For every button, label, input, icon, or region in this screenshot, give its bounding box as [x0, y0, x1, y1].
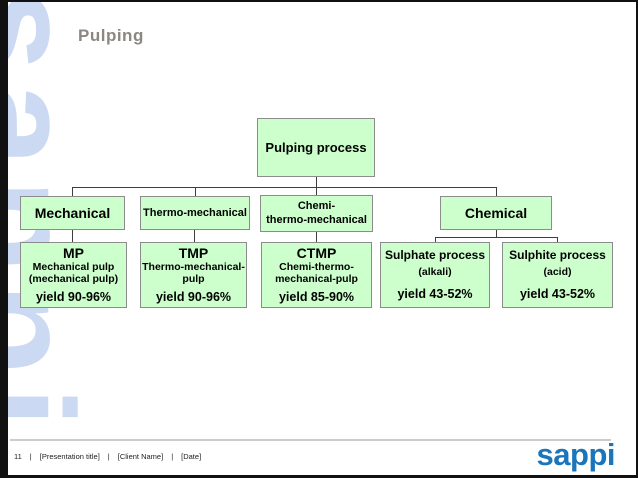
footer-divider — [10, 439, 611, 441]
connector-line — [72, 187, 497, 188]
footer-separator: | — [107, 452, 110, 461]
node-label: Chemi- thermo-mechanical — [266, 199, 367, 226]
node-thermo-mechanical: Thermo-mechanical — [140, 196, 250, 230]
footer-separator: | — [29, 452, 32, 461]
node-mp: MP Mechanical pulp (mechanical pulp) yie… — [20, 242, 127, 308]
slide-background: sappi Pulping Pulping process Mechanical… — [8, 2, 636, 475]
node-title: Sulphite process — [509, 248, 606, 263]
node-yield: yield 43-52% — [397, 286, 473, 301]
page-title: Pulping — [78, 26, 144, 45]
node-subtitle: (alkali) — [418, 265, 452, 278]
node-sulphate-process: Sulphate process (alkali) yield 43-52% — [380, 242, 490, 308]
node-ctmp: CTMP Chemi-thermo- mechanical-pulp yield… — [261, 242, 372, 308]
date-placeholder: [Date] — [181, 452, 202, 461]
sappi-logo: sappi — [536, 437, 616, 472]
node-yield: yield 43-52% — [519, 286, 596, 301]
node-yield: yield 90-96% — [35, 289, 112, 304]
node-mechanical: Mechanical — [20, 196, 125, 230]
connector-line — [72, 187, 73, 196]
node-subtitle: (acid) — [543, 265, 572, 278]
connector-line — [195, 187, 196, 196]
slide-number: 11 — [14, 452, 22, 461]
connector-line — [72, 230, 73, 242]
node-label: Pulping process — [265, 140, 367, 155]
footer-separator: | — [171, 452, 174, 461]
node-title: MP — [63, 245, 84, 262]
connector-line — [316, 232, 317, 242]
node-label: Chemical — [464, 205, 528, 221]
node-title: Sulphate process — [384, 248, 486, 263]
node-pulping-process: Pulping process — [257, 118, 375, 177]
node-chemi-thermo-mechanical: Chemi- thermo-mechanical — [260, 195, 373, 232]
connector-line — [194, 230, 195, 242]
node-chemical: Chemical — [440, 196, 552, 230]
presentation-title-placeholder: [Presentation title] — [39, 452, 100, 461]
connector-line — [435, 237, 436, 242]
node-subtitle: Mechanical pulp (mechanical pulp) — [28, 260, 119, 285]
node-label: Thermo-mechanical — [143, 207, 247, 219]
connector-line — [316, 177, 317, 196]
node-yield: yield 85-90% — [278, 289, 355, 304]
node-title: CTMP — [296, 245, 337, 262]
node-tmp: TMP Thermo-mechanical- pulp yield 90-96% — [140, 242, 247, 308]
node-sulphite-process: Sulphite process (acid) yield 43-52% — [502, 242, 613, 308]
connector-line — [496, 230, 497, 238]
node-yield: yield 90-96% — [155, 289, 232, 304]
connector-line — [435, 237, 558, 238]
node-subtitle: Thermo-mechanical- pulp — [142, 260, 245, 285]
node-label: Mechanical — [34, 205, 111, 221]
node-subtitle: Chemi-thermo- mechanical-pulp — [275, 260, 358, 285]
connector-line — [496, 187, 497, 196]
client-name-placeholder: [Client Name] — [117, 452, 164, 461]
node-title: TMP — [178, 245, 209, 262]
connector-line — [557, 237, 558, 242]
footer: 11 | [Presentation title] | [Client Name… — [14, 452, 201, 461]
